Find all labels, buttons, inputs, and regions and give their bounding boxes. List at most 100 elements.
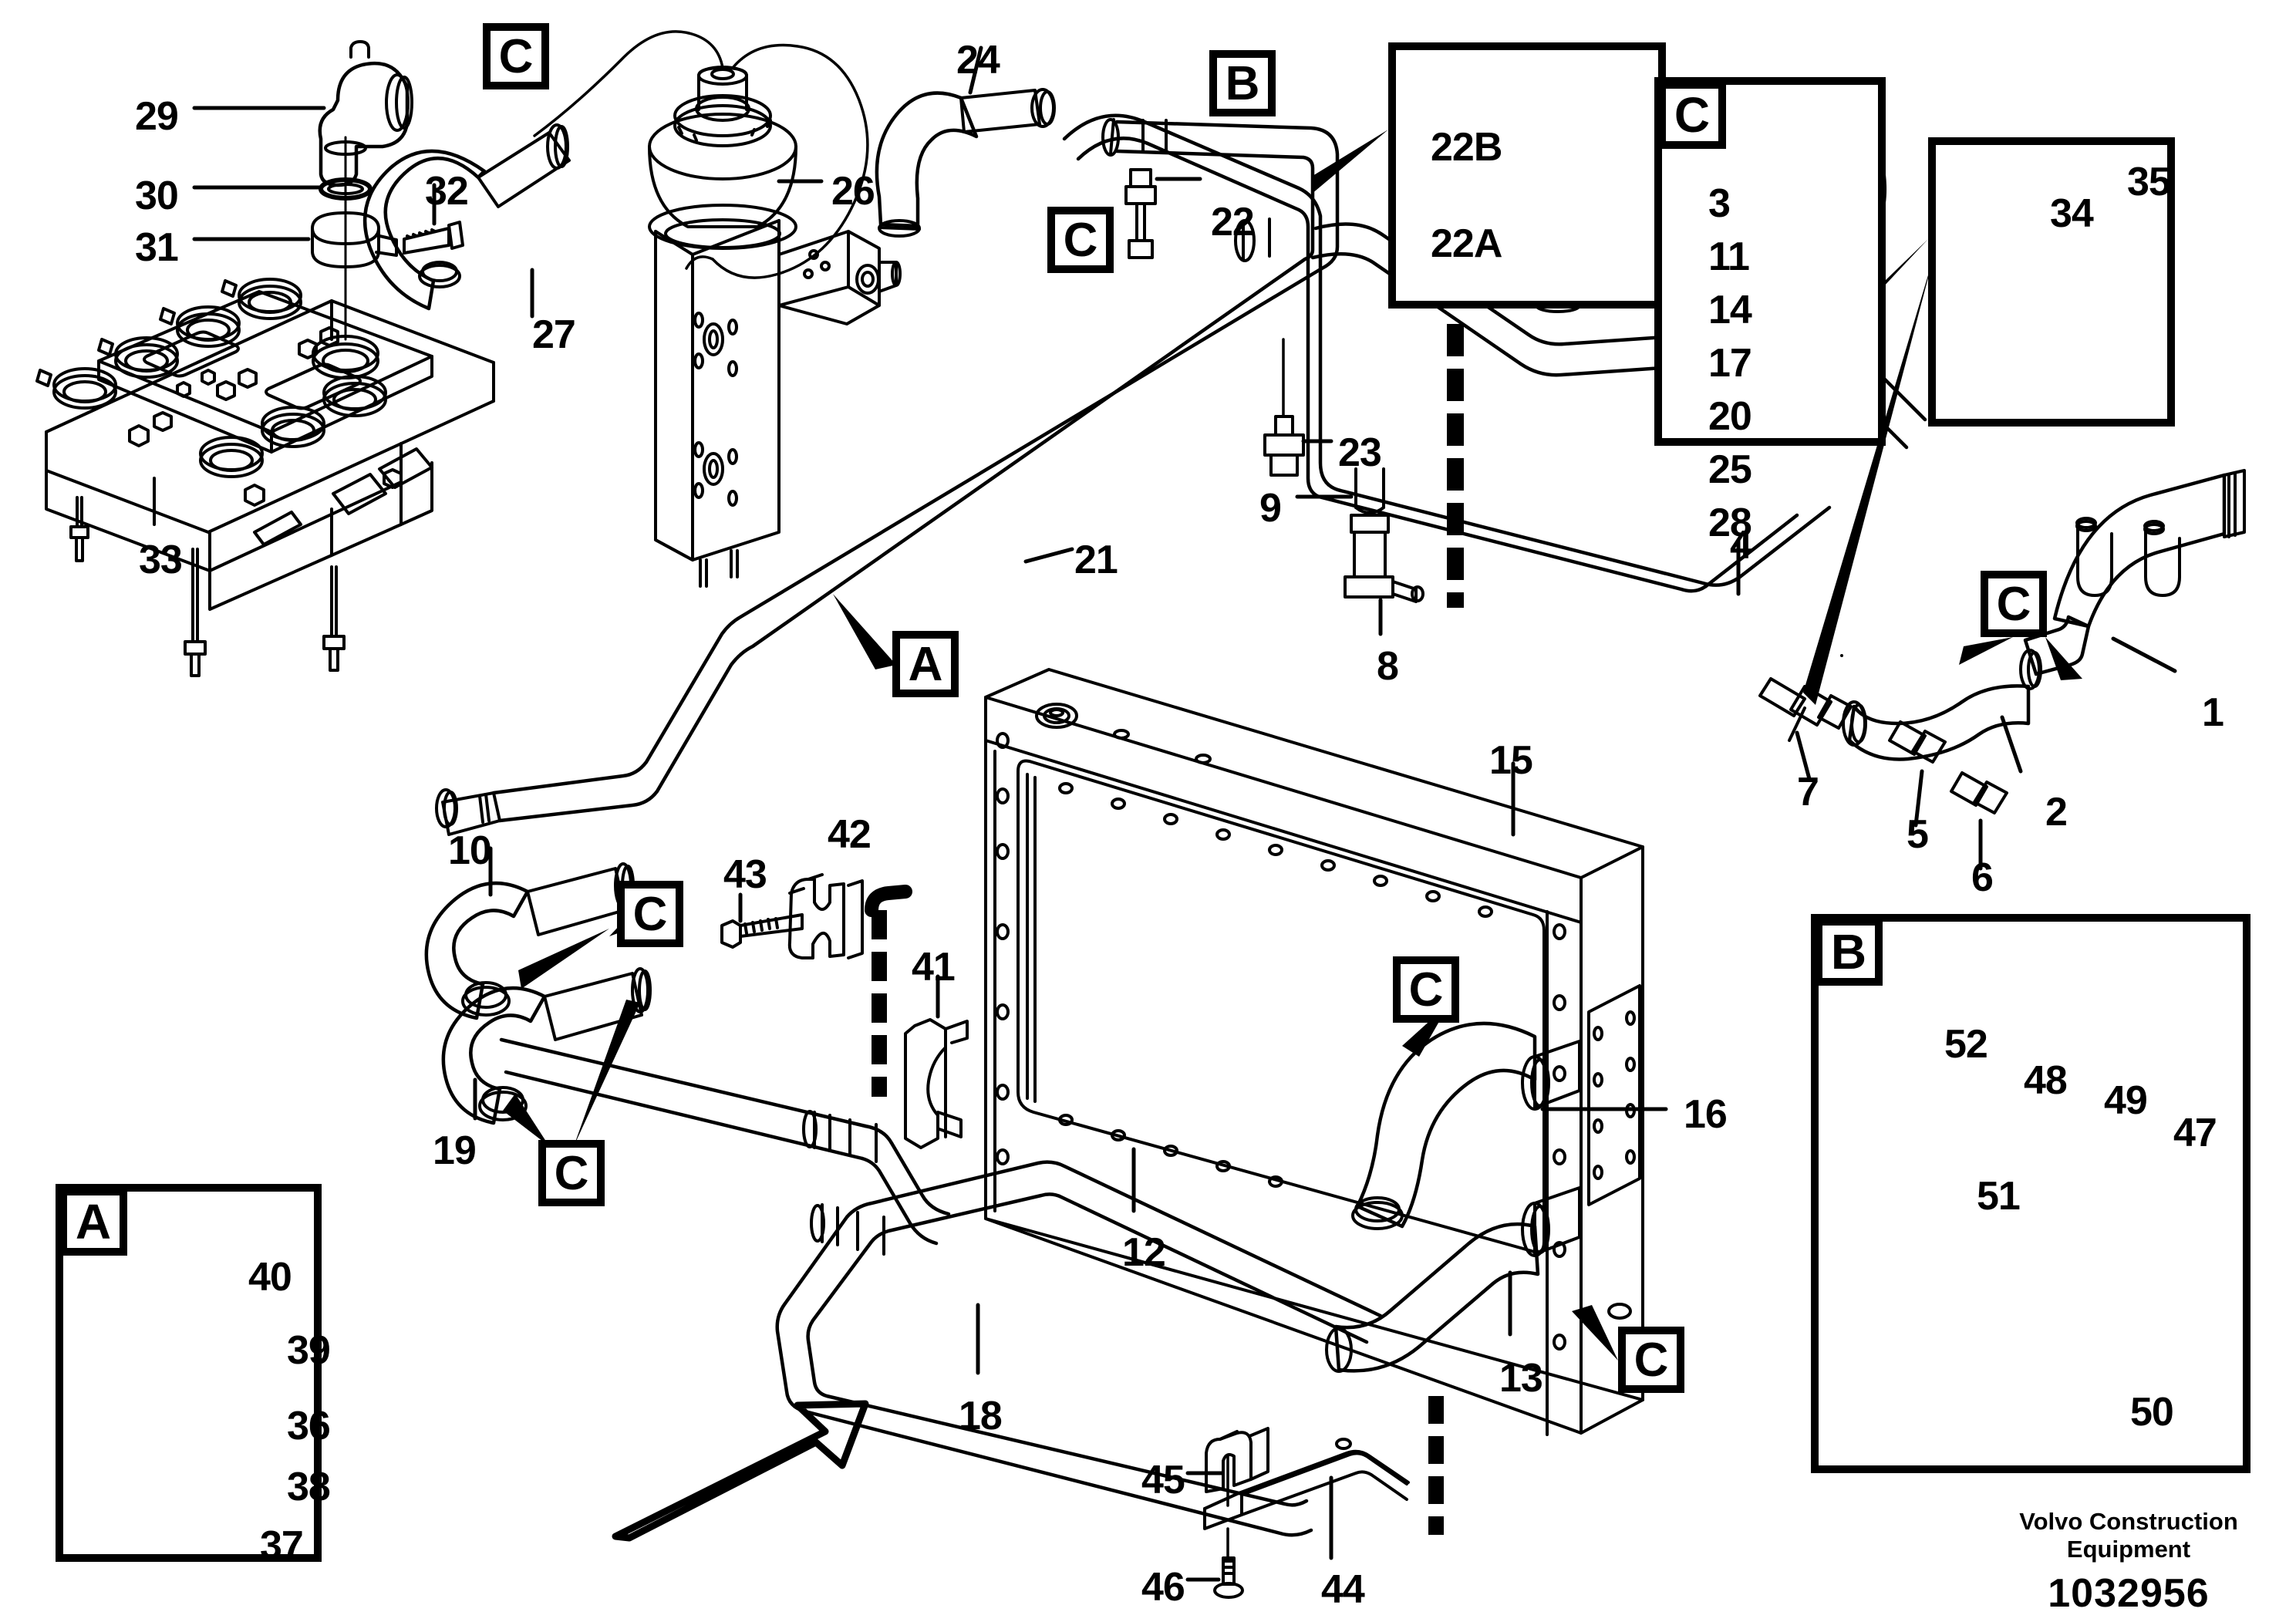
panel-item-number-34: 34 bbox=[2050, 191, 2094, 236]
callout-box-c-c-left-upper: C bbox=[617, 881, 683, 947]
detail-panel-22 bbox=[1388, 42, 1666, 309]
callout-box-c-c-left-lower: C bbox=[538, 1140, 605, 1206]
sensor-7 bbox=[1758, 677, 1853, 781]
fuel-filter-26 bbox=[533, 30, 902, 588]
item-number-13: 13 bbox=[1499, 1356, 1543, 1401]
item-number-12: 12 bbox=[1122, 1230, 1166, 1275]
intake-manifold-assembly-33 bbox=[35, 40, 495, 677]
callout-box-c-c-right: C bbox=[1981, 571, 2047, 637]
item-number-16: 16 bbox=[1684, 1092, 1728, 1137]
panel-item-number-52: 52 bbox=[1944, 1022, 1988, 1067]
panel-item-number-35: 35 bbox=[2127, 160, 2171, 204]
callout-box-c-c-top-mid: C bbox=[1047, 207, 1114, 273]
bracket-42 bbox=[787, 873, 864, 959]
item-number-30: 30 bbox=[135, 174, 179, 218]
radiator-15 bbox=[984, 668, 1668, 1436]
clip-45-44-46 bbox=[1185, 1427, 1410, 1599]
item-number-9: 9 bbox=[1259, 486, 1282, 531]
brand-line-1: Volvo Construction bbox=[2019, 1508, 2238, 1535]
detail-panel-b: B bbox=[1811, 914, 2250, 1473]
bolt-43 bbox=[720, 892, 804, 949]
direction-arrow bbox=[612, 1400, 869, 1542]
clamp-part-list: 3 11 14 17 20 25 28 bbox=[1708, 184, 1752, 556]
item-number-43: 43 bbox=[723, 852, 767, 897]
panel-item-number-47: 47 bbox=[2173, 1111, 2217, 1155]
callout-box-c-c-rad-lower: C bbox=[1618, 1327, 1684, 1393]
item-number-4: 4 bbox=[1730, 523, 1752, 568]
bracket-41 bbox=[904, 974, 969, 1149]
callout-box-a-a-main: A bbox=[892, 631, 959, 697]
panel-item-number-39: 39 bbox=[287, 1328, 331, 1373]
sensor-22 bbox=[1124, 168, 1202, 259]
hose-13 bbox=[1325, 1222, 1540, 1373]
callout-box-c-c-top-left: C bbox=[483, 23, 549, 89]
detail-panel-bracket bbox=[1928, 137, 2175, 427]
item-number-27: 27 bbox=[532, 312, 576, 357]
panel-item-number-37: 37 bbox=[260, 1523, 304, 1568]
drawing-number: 1032956 bbox=[2048, 1571, 2210, 1617]
panel-item-number-50: 50 bbox=[2130, 1390, 2174, 1435]
panel-tag-b: B bbox=[1815, 918, 1883, 986]
panel-item-number-22A: 22A bbox=[1431, 221, 1502, 266]
item-number-8: 8 bbox=[1377, 644, 1399, 689]
coolant-pipe-4 bbox=[1062, 113, 1843, 657]
item-number-21: 21 bbox=[1074, 538, 1118, 582]
panel-item-number-36: 36 bbox=[287, 1404, 331, 1448]
item-number-5: 5 bbox=[1907, 812, 1929, 857]
clamp-list-item: 17 bbox=[1708, 341, 1752, 386]
item-number-10: 10 bbox=[448, 828, 492, 873]
clamp-list-item: 20 bbox=[1708, 394, 1752, 439]
item-number-26: 26 bbox=[831, 169, 875, 214]
footer-block: Volvo Construction Equipment 1032956 bbox=[1974, 1508, 2283, 1617]
item-number-1: 1 bbox=[2202, 690, 2224, 735]
detail-panel-c-clamp: C 3 11 14 17 20 25 28 bbox=[1654, 77, 1886, 543]
coolant-pipe-21 bbox=[435, 118, 1340, 836]
fitting-9-8 bbox=[1295, 467, 1424, 636]
clamp-list-item: 25 bbox=[1708, 447, 1752, 492]
hose-24 bbox=[875, 46, 1056, 238]
item-number-31: 31 bbox=[135, 225, 179, 270]
item-number-15: 15 bbox=[1489, 738, 1533, 783]
fitting-5 bbox=[1888, 720, 1947, 828]
callout-box-c-c-rad-upper: C bbox=[1393, 956, 1459, 1023]
item-number-41: 41 bbox=[912, 945, 956, 990]
item-number-6: 6 bbox=[1971, 855, 1994, 900]
hose-16 bbox=[1351, 1021, 1537, 1230]
item-number-32: 32 bbox=[425, 169, 469, 214]
hose-1-2 bbox=[1842, 469, 2246, 774]
callout-box-b-b-top: B bbox=[1209, 50, 1276, 116]
dash-marker-1 bbox=[1447, 324, 1464, 608]
dash-marker-2 bbox=[872, 910, 887, 1097]
item-number-2: 2 bbox=[2045, 790, 2068, 835]
item-number-46: 46 bbox=[1141, 1565, 1185, 1610]
item-number-23: 23 bbox=[1338, 430, 1382, 475]
panel-tag-c: C bbox=[1658, 81, 1726, 149]
sensor-23 bbox=[1263, 338, 1333, 477]
item-number-33: 33 bbox=[139, 538, 183, 582]
clamp-list-item: 3 bbox=[1708, 181, 1731, 226]
clamp-list-item: 11 bbox=[1708, 234, 1750, 279]
item-number-44: 44 bbox=[1321, 1567, 1365, 1612]
item-number-18: 18 bbox=[959, 1394, 1003, 1438]
item-number-29: 29 bbox=[135, 94, 179, 139]
brand-line-2: Equipment bbox=[2066, 1535, 2191, 1563]
item-number-19: 19 bbox=[433, 1128, 477, 1173]
fitting-6 bbox=[1950, 771, 2008, 871]
hose-19 bbox=[441, 967, 652, 1125]
clamp-list-item: 14 bbox=[1708, 288, 1752, 332]
panel-item-number-49: 49 bbox=[2104, 1078, 2148, 1123]
item-number-7: 7 bbox=[1797, 770, 1819, 814]
panel-item-number-38: 38 bbox=[287, 1465, 331, 1509]
clamp-list-item: 28 bbox=[1708, 501, 1752, 545]
panel-item-number-22B: 22B bbox=[1431, 125, 1502, 170]
hose-27 bbox=[362, 123, 571, 319]
lower-pipes-12-18 bbox=[499, 1037, 1383, 1537]
detail-panel-a: A bbox=[56, 1184, 322, 1562]
item-number-22: 22 bbox=[1211, 200, 1255, 244]
panel-item-number-51: 51 bbox=[1977, 1174, 2021, 1219]
panel-item-number-40: 40 bbox=[248, 1255, 292, 1300]
item-number-42: 42 bbox=[828, 812, 872, 857]
panel-tag-a: A bbox=[59, 1188, 127, 1256]
item-number-45: 45 bbox=[1141, 1458, 1185, 1502]
